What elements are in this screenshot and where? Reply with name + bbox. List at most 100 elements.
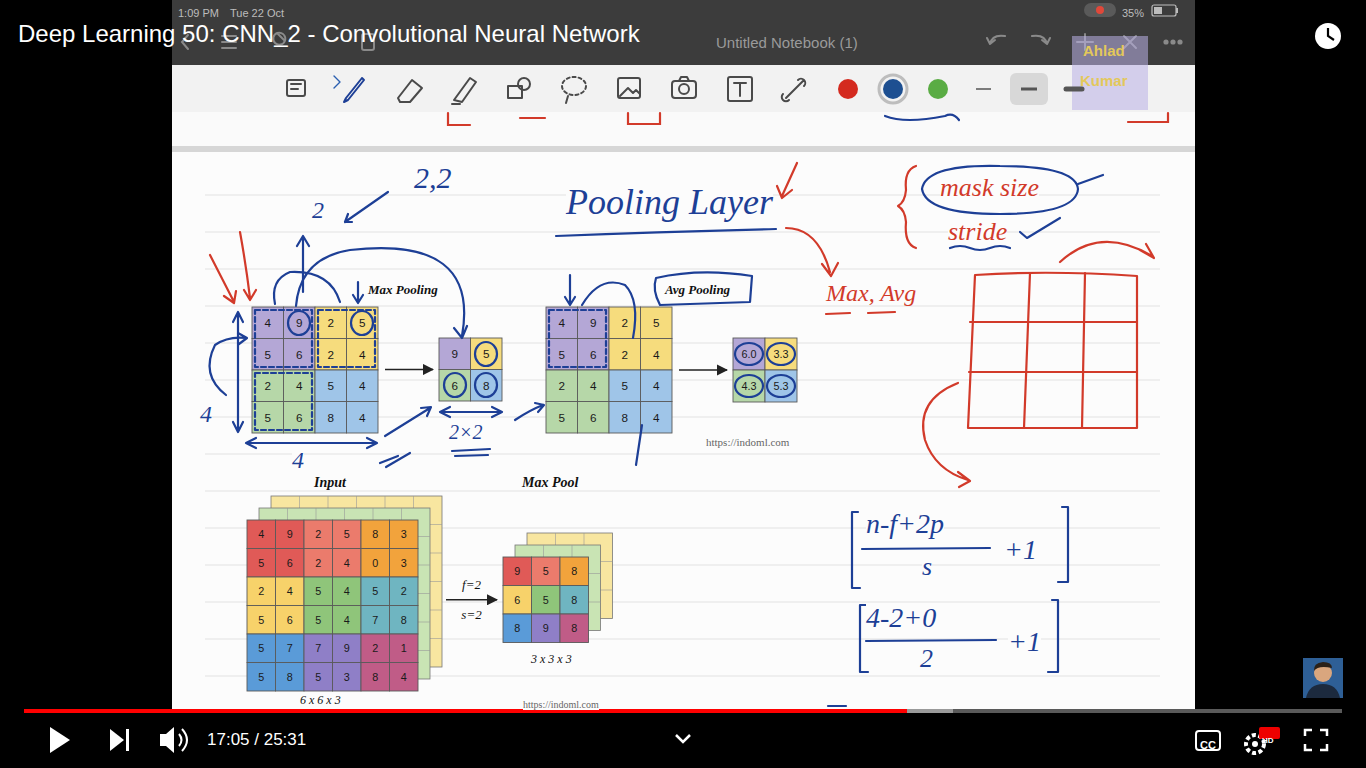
grid-cell: 2	[361, 634, 390, 663]
label-holder: HD	[1262, 729, 1274, 747]
grid-cell: 9	[532, 614, 561, 643]
label-holder: s	[922, 554, 932, 580]
player-controls	[24, 709, 907, 713]
grid-cell-fill	[304, 577, 333, 606]
blue-annotation	[636, 425, 642, 465]
grid-cell-fill	[315, 307, 347, 339]
label-holder: Max, Avg	[826, 281, 916, 305]
blue-annotation	[556, 229, 776, 236]
grid-cell-fill	[390, 520, 419, 549]
ruled-line	[205, 454, 1160, 455]
input-volume: Input49258356240324545256547857792158538…	[247, 520, 418, 691]
grid-cell-fill	[304, 634, 333, 663]
label-holder: Untitled Notebook (1)	[716, 34, 858, 52]
grid-cell: 5	[247, 634, 276, 663]
grid-cell-fill	[304, 606, 333, 635]
grid-cell: 5	[546, 339, 578, 371]
watch-later-icon	[1315, 23, 1341, 49]
grid-cell-fill	[641, 370, 673, 402]
grid-cell: 5	[641, 307, 673, 339]
handwritten-note: Max, Avg	[826, 281, 916, 305]
backdrop	[172, 65, 1195, 112]
grid-cell: 8	[361, 663, 390, 692]
grid-cell: 4	[546, 307, 578, 339]
grid-cell-fill	[361, 634, 390, 663]
label-holder: https://indoml.com	[706, 432, 789, 450]
dimension-note: 2×2	[449, 422, 483, 442]
ruled-line	[205, 491, 1160, 492]
grid-cell: 2	[609, 339, 641, 371]
grid-cell: 5	[247, 606, 276, 635]
red-annotation	[1060, 242, 1154, 262]
grid-cell: 4	[252, 307, 284, 339]
toolbar-icons	[620, 88, 640, 96]
grid-cell: 4	[641, 370, 673, 402]
edge-label-holder: f=2 s=2	[461, 570, 481, 630]
watch-later-icon	[1328, 28, 1334, 40]
status-icons	[1096, 6, 1104, 14]
grid-cell-fill	[252, 370, 284, 402]
blue-annotation	[452, 449, 490, 456]
grid-cell-fill	[641, 307, 673, 339]
source-url: https://indoml.com	[523, 700, 599, 710]
grid-cell-fill	[471, 370, 503, 402]
grid-cell-fill	[765, 338, 797, 370]
grid-cell: 4	[333, 549, 362, 578]
blue-annotation	[255, 310, 312, 367]
grid-cell-fill	[439, 370, 471, 402]
grid-cell: 8	[560, 557, 589, 586]
grid-cell: 5	[347, 307, 379, 339]
red-annotation	[898, 166, 916, 248]
toolbar-icons	[679, 84, 689, 94]
player-controls	[126, 729, 129, 751]
formula-term: n-f+2p	[866, 510, 944, 538]
label-holder: 2	[312, 198, 324, 222]
grid-heading: Max Pooling	[368, 283, 438, 296]
blue-annotation	[318, 310, 375, 367]
grid-cell-fill	[361, 663, 390, 692]
grid-cell-fill	[333, 520, 362, 549]
grid-fill	[439, 338, 502, 401]
label-holder: stride	[948, 219, 1007, 245]
grid-cell: 4	[641, 339, 673, 371]
label-holder: 17:05 / 25:31	[207, 731, 306, 749]
grid-cell-fill	[347, 402, 379, 434]
grid-cell-fill	[361, 577, 390, 606]
player-controls	[179, 729, 187, 751]
header-icons	[1171, 40, 1174, 43]
volume-layer	[271, 496, 442, 667]
previous-page-strokes	[885, 115, 959, 120]
grid-cell: 8	[609, 402, 641, 434]
grid-cell-fill	[390, 634, 419, 663]
toolbar-icons	[518, 78, 530, 90]
flow-arrow	[679, 369, 727, 370]
grid-dimension: 3 x 3 x 3	[531, 653, 572, 665]
blue-annotation	[582, 283, 635, 339]
formula-term: 4-2+0	[866, 604, 936, 632]
backdrop	[172, 112, 1195, 146]
grid-cell-fill	[390, 663, 419, 692]
color-swatches	[1010, 73, 1048, 105]
header-icons	[987, 36, 1005, 44]
grid-fill	[247, 520, 418, 691]
grid-cell: 7	[361, 606, 390, 635]
grid-cell-fill	[503, 614, 532, 643]
formula-term: +1	[1008, 628, 1041, 656]
grid-cell-fill	[333, 577, 362, 606]
grid-cell-fill	[560, 614, 589, 643]
battery-level: 35%	[1122, 8, 1144, 19]
max-pool-input-grid: Max Pooling4925562424545684	[252, 307, 378, 433]
grid-cell: 6	[284, 402, 316, 434]
grid-cell: 6	[276, 549, 305, 578]
grid-cell: 8	[276, 663, 305, 692]
grid-cell: 5	[304, 663, 333, 692]
grid-cell: 5.3	[765, 370, 797, 402]
label-holder: 4-2+0	[866, 604, 936, 632]
grid-cell: 8	[560, 614, 589, 643]
blue-annotation	[345, 192, 388, 222]
grid-cell: 3.3	[765, 338, 797, 370]
grid-cell: 8	[315, 402, 347, 434]
label-holder: https://indoml.com	[523, 694, 599, 712]
red-annotation	[240, 232, 256, 300]
grid-cell: 4	[347, 339, 379, 371]
